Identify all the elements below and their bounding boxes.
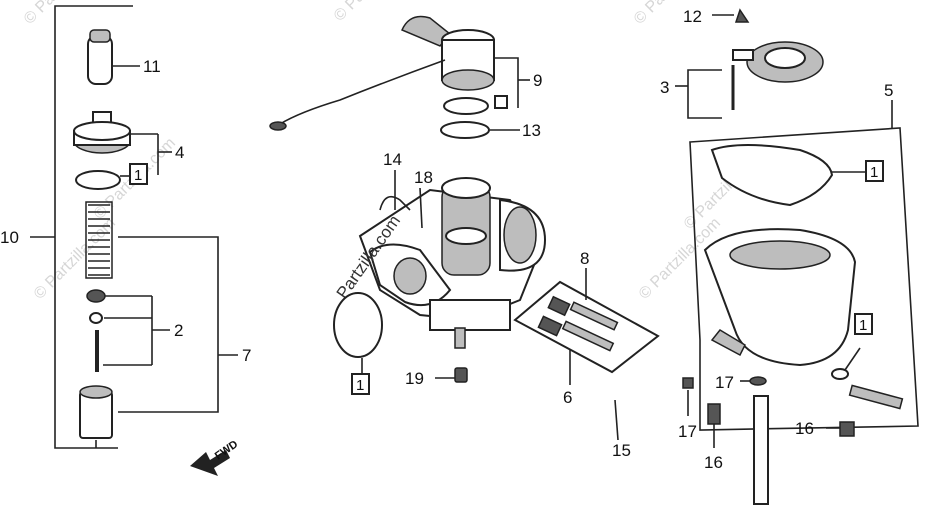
ref-box bbox=[854, 313, 873, 335]
body-gasket: 1 bbox=[333, 292, 383, 395]
callout-12: 12 bbox=[683, 7, 702, 26]
watermark: © Partzilla.com bbox=[21, 0, 109, 28]
ref-box-label: 1 bbox=[859, 317, 867, 334]
callout-17b: 17 bbox=[715, 373, 734, 392]
bracket-7 bbox=[118, 236, 219, 413]
carburetor-body: Partzilla.com bbox=[333, 170, 547, 349]
callout-7: 7 bbox=[242, 346, 251, 365]
callout-16a: 16 bbox=[704, 453, 723, 472]
callout-10: 10 bbox=[0, 228, 19, 247]
callout-6: 6 bbox=[563, 388, 572, 407]
screw-19 bbox=[435, 367, 468, 383]
top-cap-4 bbox=[73, 111, 172, 175]
callout-labels: 11 4 10 2 7 9 13 14 18 19 8 6 12 3 5 15 … bbox=[0, 7, 893, 472]
callout-13: 13 bbox=[522, 121, 541, 140]
gasket-ring: 1 bbox=[75, 163, 148, 190]
callout-19: 19 bbox=[405, 369, 424, 388]
ref-box-label: 1 bbox=[356, 377, 364, 394]
callout-2: 2 bbox=[174, 321, 183, 340]
ref-box bbox=[865, 160, 884, 182]
watermark: © Partzilla.com bbox=[331, 0, 419, 25]
callout-4: 4 bbox=[175, 143, 184, 162]
float-chamber-assembly: 1 1 bbox=[675, 8, 919, 431]
bracket-10 bbox=[54, 5, 133, 449]
ref-box-label: 1 bbox=[870, 164, 878, 181]
callout-15: 15 bbox=[612, 441, 631, 460]
callout-18: 18 bbox=[414, 168, 433, 187]
drain-tubes bbox=[582, 373, 855, 505]
callout-16b: 16 bbox=[795, 419, 814, 438]
callout-14: 14 bbox=[383, 150, 402, 169]
throttle-assembly: 1 bbox=[30, 5, 238, 449]
watermark: © Partzilla.com bbox=[31, 215, 119, 303]
callout-17a: 17 bbox=[678, 422, 697, 441]
throttle-valve bbox=[79, 385, 113, 448]
callout-11: 11 bbox=[143, 57, 161, 76]
watermark: © Partzilla.com bbox=[631, 0, 719, 28]
forward-direction-indicator: FWD bbox=[190, 438, 240, 476]
throttle-spring bbox=[85, 201, 113, 279]
callout-5: 5 bbox=[884, 81, 893, 100]
needle-clip-2 bbox=[86, 289, 170, 372]
callout-9: 9 bbox=[533, 71, 542, 90]
callout-3: 3 bbox=[660, 78, 669, 97]
cable-boot-11 bbox=[87, 29, 140, 85]
jet-set bbox=[513, 268, 660, 385]
ref-box bbox=[351, 373, 370, 395]
ref-box bbox=[129, 163, 148, 185]
ref-box-label: 1 bbox=[134, 167, 142, 184]
callout-8: 8 bbox=[580, 249, 589, 268]
choke-unit-9 bbox=[269, 15, 530, 139]
